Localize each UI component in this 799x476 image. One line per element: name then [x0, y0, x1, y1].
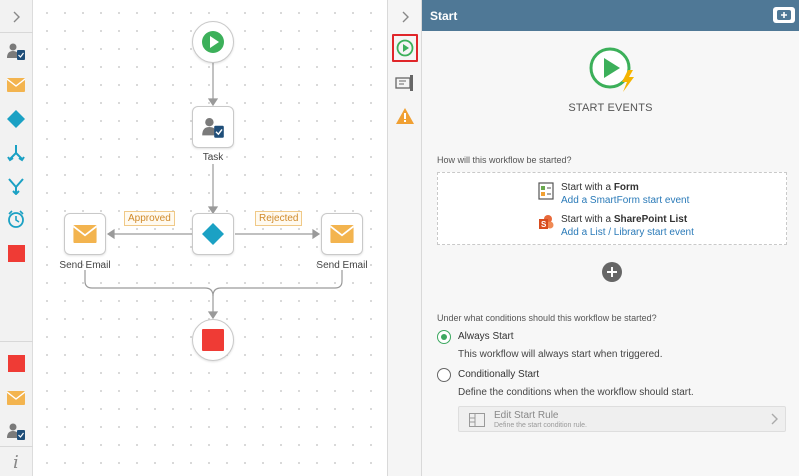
- always-start-radio[interactable]: [437, 330, 451, 344]
- merge-icon[interactable]: [6, 176, 26, 196]
- email-icon: [330, 225, 354, 243]
- start-events-logo-icon: [588, 46, 638, 92]
- how-started-question: How will this workflow be started?: [437, 155, 572, 165]
- email-icon[interactable]: [6, 75, 26, 95]
- send-email-node-right[interactable]: [321, 213, 363, 255]
- toolbox-divider: [0, 446, 33, 447]
- panel-title: Start: [430, 9, 458, 23]
- end-icon[interactable]: [6, 243, 26, 263]
- timer-icon[interactable]: [6, 209, 26, 229]
- task-node[interactable]: [192, 106, 234, 148]
- workflow-connectors: [84, 62, 343, 320]
- chevron-right-icon[interactable]: [6, 7, 26, 27]
- outcome-approved[interactable]: Approved: [124, 211, 175, 226]
- task-icon[interactable]: [6, 41, 26, 61]
- decision-icon[interactable]: [6, 109, 26, 129]
- start-event-options: Start with a Form Add a SmartForm start …: [437, 172, 787, 245]
- add-smartform-link[interactable]: Add a SmartForm start event: [561, 195, 690, 206]
- end-node[interactable]: [192, 319, 234, 361]
- info-icon[interactable]: i: [6, 451, 26, 471]
- end-icon[interactable]: [6, 353, 26, 373]
- split-icon[interactable]: [6, 143, 26, 163]
- rule-icon: [469, 413, 485, 427]
- add-icon[interactable]: [773, 7, 795, 23]
- form-option-text: Start with a Form: [561, 182, 639, 193]
- edit-start-rule-title: Edit Start Rule: [494, 410, 559, 421]
- svg-text:i: i: [13, 452, 19, 471]
- sharepoint-option-text: Start with a SharePoint List: [561, 214, 687, 225]
- properties-strip: [387, 0, 422, 476]
- decision-icon: [202, 223, 224, 245]
- task-node-label: Task: [202, 152, 224, 163]
- always-start-description: This workflow will always start when tri…: [458, 349, 663, 360]
- warning-icon[interactable]: [394, 105, 416, 127]
- toolbox: i: [0, 0, 33, 476]
- start-events-icon[interactable]: [392, 34, 418, 62]
- sharepoint-option-prefix: Start with a: [561, 214, 614, 225]
- chevron-right-icon[interactable]: [394, 6, 416, 28]
- send-email-right-label: Send Email: [316, 260, 368, 271]
- edit-start-rule-button[interactable]: Edit Start Rule Define the start conditi…: [458, 406, 786, 432]
- toolbox-divider: [0, 341, 33, 342]
- end-icon: [202, 329, 224, 351]
- conditionally-start-label[interactable]: Conditionally Start: [458, 369, 540, 380]
- form-properties-icon[interactable]: [394, 72, 416, 94]
- conditionally-start-description: Define the conditions when the workflow …: [458, 387, 694, 398]
- add-start-event-button[interactable]: [602, 262, 622, 282]
- task-icon: [202, 118, 224, 138]
- send-email-left-label: Send Email: [59, 260, 111, 271]
- sharepoint-option-bold: SharePoint List: [613, 214, 688, 225]
- outcome-rejected[interactable]: Rejected: [255, 211, 303, 226]
- start-events-title: START EVENTS: [568, 102, 653, 114]
- conditionally-start-radio[interactable]: [437, 368, 451, 382]
- task-icon[interactable]: [6, 421, 26, 441]
- start-node[interactable]: [192, 21, 234, 63]
- svg-text:S: S: [541, 220, 547, 229]
- add-list-library-link[interactable]: Add a List / Library start event: [561, 227, 694, 238]
- panel-header: Start: [422, 0, 799, 31]
- sharepoint-icon: S: [538, 214, 554, 232]
- start-properties-panel: Start START EVENTS How will this workflo…: [422, 0, 799, 476]
- toolbox-divider: [0, 32, 33, 33]
- conditions-question: Under what conditions should this workfl…: [437, 313, 657, 323]
- decision-node[interactable]: [192, 213, 234, 255]
- chevron-right-icon: [769, 412, 779, 426]
- plus-icon: [607, 267, 617, 277]
- form-option-bold: Form: [613, 182, 639, 193]
- edit-start-rule-subtitle: Define the start condition rule.: [494, 422, 587, 429]
- email-icon: [73, 225, 97, 243]
- form-icon: [538, 182, 554, 200]
- always-start-label[interactable]: Always Start: [458, 331, 514, 342]
- email-icon[interactable]: [6, 388, 26, 408]
- send-email-node-left[interactable]: [64, 213, 106, 255]
- workflow-canvas[interactable]: Task Approved Rejected Send Email Send E…: [34, 0, 387, 476]
- form-option-prefix: Start with a: [561, 182, 614, 193]
